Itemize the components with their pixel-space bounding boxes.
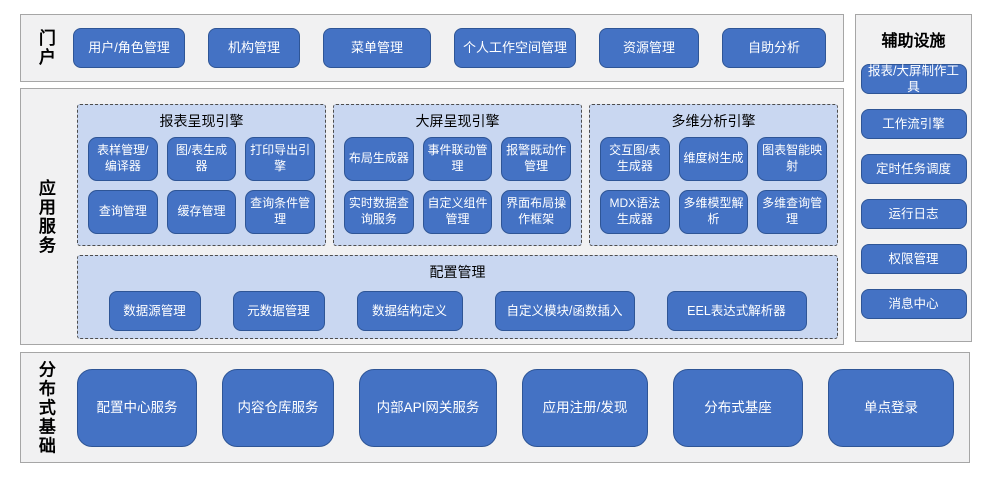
btn-report-bigscreen-authoring-tool[interactable]: 报表/大屏制作工具 <box>860 64 967 94</box>
app-services-section: 应用服务 报表呈现引擎 表样管理/编译器 图/表生成器 打印导出引擎 查询管理 … <box>20 88 844 345</box>
btn-metadata-mgmt[interactable]: 元数据管理 <box>232 291 325 331</box>
btn-custom-component-mgmt[interactable]: 自定义组件管理 <box>422 190 493 234</box>
btn-multidim-query-mgmt[interactable]: 多维查询管理 <box>757 190 827 234</box>
report-engine-panel: 报表呈现引擎 表样管理/编译器 图/表生成器 打印导出引擎 查询管理 缓存管理 … <box>77 104 326 246</box>
app-services-content: 报表呈现引擎 表样管理/编译器 图/表生成器 打印导出引擎 查询管理 缓存管理 … <box>77 89 838 339</box>
bigscreen-engine-grid: 布局生成器 事件联动管理 报警既动作管理 实时数据查询服务 自定义组件管理 界面… <box>334 135 581 234</box>
btn-layout-generator[interactable]: 布局生成器 <box>344 137 414 181</box>
config-mgmt-title: 配置管理 <box>429 264 486 280</box>
btn-ui-layout-framework[interactable]: 界面布局操作框架 <box>501 190 571 234</box>
btn-datasource-mgmt[interactable]: 数据源管理 <box>108 291 201 331</box>
btn-event-linkage-mgmt[interactable]: 事件联动管理 <box>422 137 493 181</box>
btn-custom-module-function-insert[interactable]: 自定义模块/函数插入 <box>494 291 635 331</box>
btn-mdx-syntax-generator[interactable]: MDX语法生成器 <box>600 190 670 234</box>
btn-interactive-chart-generator[interactable]: 交互图/表生成器 <box>600 137 670 181</box>
config-mgmt-panel: 配置管理 数据源管理 元数据管理 数据结构定义 自定义模块/函数插入 EEL表达… <box>77 255 838 339</box>
btn-distributed-foundation[interactable]: 分布式基座 <box>673 368 803 447</box>
olap-engine-title: 多维分析引擎 <box>671 113 756 129</box>
distributed-base-section-label: 分布式基础 <box>35 360 55 455</box>
btn-alarm-action-mgmt[interactable]: 报警既动作管理 <box>501 137 571 181</box>
config-mgmt-row: 数据源管理 元数据管理 数据结构定义 自定义模块/函数插入 EEL表达式解析器 <box>78 286 837 331</box>
btn-chart-smart-mapping[interactable]: 图表智能映射 <box>757 137 827 181</box>
btn-cache-mgmt[interactable]: 缓存管理 <box>166 190 237 234</box>
btn-org-mgmt[interactable]: 机构管理 <box>208 28 300 68</box>
btn-self-service-analysis[interactable]: 自助分析 <box>722 28 826 68</box>
btn-user-role-mgmt[interactable]: 用户/角色管理 <box>73 28 185 68</box>
olap-engine-grid: 交互图/表生成器 维度树生成 图表智能映射 MDX语法生成器 多维模型解析 多维… <box>590 135 837 234</box>
portal-section-label: 门户 <box>35 29 55 67</box>
btn-eel-expression-parser[interactable]: EEL表达式解析器 <box>666 291 807 331</box>
btn-menu-mgmt[interactable]: 菜单管理 <box>323 28 431 68</box>
btn-config-center-service[interactable]: 配置中心服务 <box>77 368 197 447</box>
auxiliary-section: 辅助设施 报表/大屏制作工具 工作流引擎 定时任务调度 运行日志 权限管理 消息… <box>855 14 972 342</box>
auxiliary-section-title: 辅助设施 <box>881 33 946 50</box>
distributed-base-section: 分布式基础 配置中心服务 内容仓库服务 内部API网关服务 应用注册/发现 分布… <box>20 352 970 463</box>
btn-realtime-data-query-service[interactable]: 实时数据查询服务 <box>344 190 414 234</box>
bigscreen-engine-panel: 大屏呈现引擎 布局生成器 事件联动管理 报警既动作管理 实时数据查询服务 自定义… <box>333 104 582 246</box>
btn-print-export-engine[interactable]: 打印导出引擎 <box>245 137 315 181</box>
btn-message-center[interactable]: 消息中心 <box>860 289 967 319</box>
btn-workflow-engine[interactable]: 工作流引擎 <box>860 109 967 139</box>
olap-engine-panel: 多维分析引擎 交互图/表生成器 维度树生成 图表智能映射 MDX语法生成器 多维… <box>589 104 838 246</box>
btn-content-repository-service[interactable]: 内容仓库服务 <box>222 368 334 447</box>
btn-chart-table-generator[interactable]: 图/表生成器 <box>166 137 237 181</box>
btn-template-mgmt-compiler[interactable]: 表样管理/编译器 <box>88 137 158 181</box>
btn-app-registration-discovery[interactable]: 应用注册/发现 <box>522 368 648 447</box>
btn-query-condition-mgmt[interactable]: 查询条件管理 <box>245 190 315 234</box>
btn-multidim-model-parsing[interactable]: 多维模型解析 <box>678 190 749 234</box>
btn-internal-api-gateway-service[interactable]: 内部API网关服务 <box>359 368 497 447</box>
bigscreen-engine-title: 大屏呈现引擎 <box>415 113 500 129</box>
distributed-base-row: 配置中心服务 内容仓库服务 内部API网关服务 应用注册/发现 分布式基座 单点… <box>77 368 959 447</box>
portal-button-row: 用户/角色管理 机构管理 菜单管理 个人工作空间管理 资源管理 自助分析 <box>73 28 835 68</box>
report-engine-grid: 表样管理/编译器 图/表生成器 打印导出引擎 查询管理 缓存管理 查询条件管理 <box>78 135 325 234</box>
engine-panels: 报表呈现引擎 表样管理/编译器 图/表生成器 打印导出引擎 查询管理 缓存管理 … <box>77 104 838 246</box>
app-services-section-label: 应用服务 <box>35 178 55 255</box>
btn-query-mgmt[interactable]: 查询管理 <box>88 190 158 234</box>
auxiliary-column: 辅助设施 报表/大屏制作工具 工作流引擎 定时任务调度 运行日志 权限管理 消息… <box>856 15 971 334</box>
btn-scheduled-task-scheduling[interactable]: 定时任务调度 <box>860 154 967 184</box>
report-engine-title: 报表呈现引擎 <box>159 113 244 129</box>
btn-personal-workspace-mgmt[interactable]: 个人工作空间管理 <box>454 28 576 68</box>
btn-resource-mgmt[interactable]: 资源管理 <box>599 28 699 68</box>
btn-data-structure-definition[interactable]: 数据结构定义 <box>356 291 463 331</box>
btn-permission-mgmt[interactable]: 权限管理 <box>860 244 967 274</box>
btn-dimension-tree-generation[interactable]: 维度树生成 <box>678 137 749 181</box>
portal-section: 门户 用户/角色管理 机构管理 菜单管理 个人工作空间管理 资源管理 自助分析 <box>20 14 844 82</box>
btn-single-sign-on[interactable]: 单点登录 <box>828 368 954 447</box>
btn-run-log[interactable]: 运行日志 <box>860 199 967 229</box>
